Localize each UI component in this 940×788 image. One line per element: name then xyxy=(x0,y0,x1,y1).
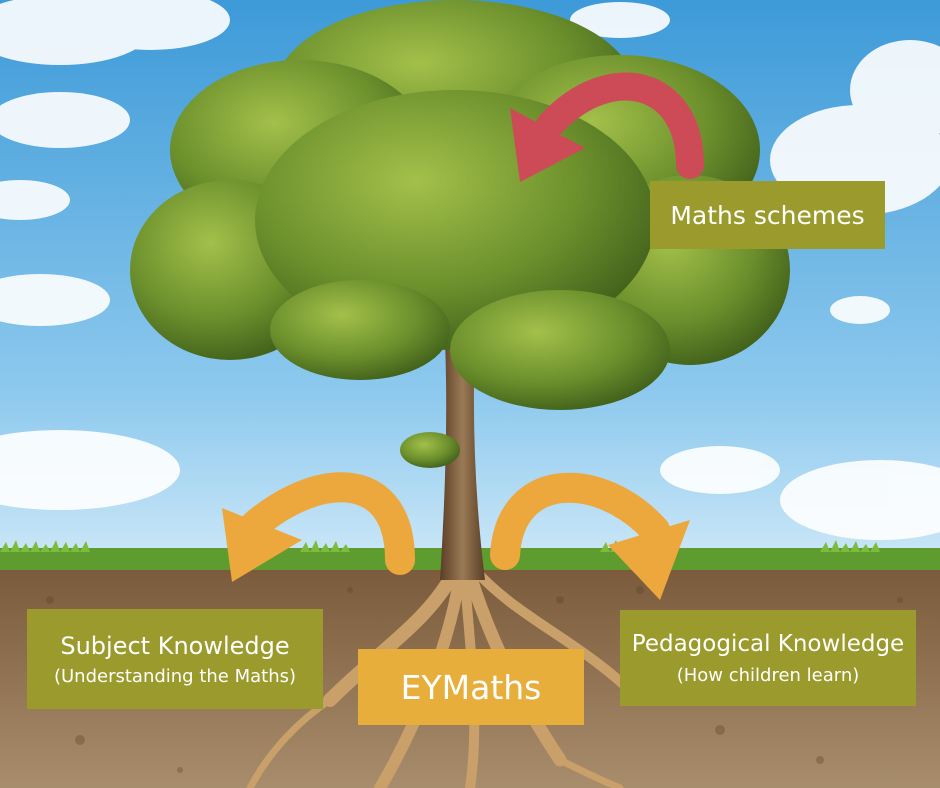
maths-schemes-box-bg xyxy=(650,181,885,249)
orange-arrow-right xyxy=(490,472,670,570)
eymaths-label: EYMaths xyxy=(358,649,584,725)
orange-arrow-right-head xyxy=(608,520,690,600)
tree-trunk xyxy=(440,340,485,580)
subject-knowledge-subtitle: (Understanding the Maths) xyxy=(53,665,297,687)
orange-arrow-left xyxy=(240,472,415,575)
subject-knowledge-box-bg xyxy=(27,609,323,709)
pedagogical-knowledge-box-bg xyxy=(620,610,916,706)
pedagogical-knowledge-subtitle: (How children learn) xyxy=(676,664,860,686)
subject-knowledge-label: Subject Knowledge (Understanding the Mat… xyxy=(27,609,323,709)
red-arrow-head xyxy=(510,108,585,182)
eymaths-box-bg xyxy=(358,649,584,725)
red-curved-arrow xyxy=(536,72,704,179)
grass-blades xyxy=(0,540,940,552)
eymaths-text: EYMaths xyxy=(400,667,542,707)
pedagogical-knowledge-label: Pedagogical Knowledge (How children lear… xyxy=(620,610,916,706)
maths-schemes-label: Maths schemes xyxy=(650,181,885,249)
subject-knowledge-title: Subject Knowledge xyxy=(60,631,290,660)
orange-arrow-left-head xyxy=(222,508,302,582)
maths-schemes-text: Maths schemes xyxy=(670,200,865,230)
pedagogical-knowledge-title: Pedagogical Knowledge xyxy=(631,630,905,657)
